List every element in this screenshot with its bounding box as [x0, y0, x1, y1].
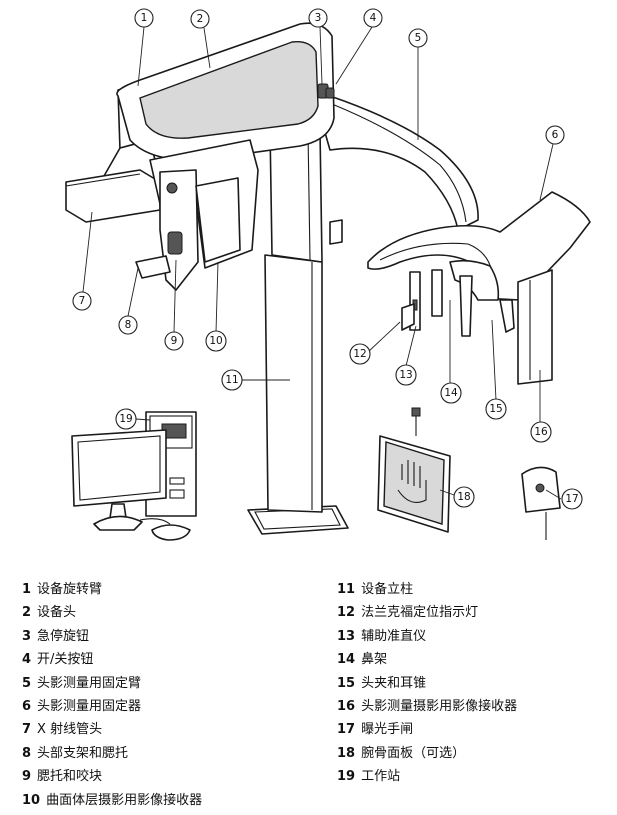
svg-text:16: 16: [534, 426, 548, 438]
svg-text:12: 12: [353, 348, 366, 360]
svg-text:2: 2: [197, 13, 204, 25]
callout-13: 13: [395, 364, 417, 386]
callout-16: 16: [530, 421, 552, 443]
callout-2: 2: [190, 9, 210, 29]
svg-text:18: 18: [457, 491, 470, 503]
svg-text:10: 10: [209, 335, 222, 347]
device-column: [264, 127, 343, 513]
svg-text:17: 17: [565, 493, 578, 505]
ceph-holder: [367, 191, 591, 301]
xray-unit-diagram: 1 2 3 4 5 6 7 8 9 10 11 12 13 14 15 16 1…: [65, 8, 591, 541]
device-head: [116, 22, 335, 161]
svg-text:5: 5: [415, 32, 422, 44]
callout-19: 19: [115, 408, 137, 430]
svg-text:11: 11: [225, 374, 238, 386]
callout-4: 4: [363, 8, 383, 28]
callout-10: 10: [205, 330, 227, 352]
callout-3: 3: [308, 8, 328, 28]
callout-11: 11: [221, 369, 243, 391]
callout-17: 17: [561, 488, 583, 510]
xray-tube-head: [65, 169, 161, 223]
svg-text:15: 15: [489, 403, 502, 415]
callout-1: 1: [134, 8, 154, 28]
exposure-switch: [521, 466, 561, 540]
lower-unit: [135, 139, 259, 291]
ceph-arm: [317, 95, 479, 231]
callout-6: 6: [545, 125, 565, 145]
callout-18: 18: [453, 486, 475, 508]
svg-text:13: 13: [399, 369, 412, 381]
callout-14: 14: [440, 382, 462, 404]
callout-8: 8: [118, 315, 138, 335]
emergency-stop: [317, 83, 335, 99]
callout-9: 9: [164, 331, 184, 351]
svg-text:19: 19: [119, 413, 132, 425]
callout-15: 15: [485, 398, 507, 420]
ceph-image-receptor: [517, 269, 553, 385]
workstation: [71, 411, 197, 541]
svg-text:7: 7: [79, 295, 86, 307]
svg-text:14: 14: [444, 387, 458, 399]
svg-text:6: 6: [552, 129, 559, 141]
head-clamps: [401, 269, 515, 337]
callout-7: 7: [72, 291, 92, 311]
carpal-panel: [377, 407, 451, 533]
svg-text:8: 8: [125, 319, 132, 331]
svg-text:3: 3: [315, 12, 322, 24]
svg-text:1: 1: [141, 12, 148, 24]
svg-text:4: 4: [370, 12, 377, 24]
callout-12: 12: [349, 343, 371, 365]
callout-5: 5: [408, 28, 428, 48]
leader-lines: [82, 26, 562, 500]
svg-text:9: 9: [171, 335, 178, 347]
